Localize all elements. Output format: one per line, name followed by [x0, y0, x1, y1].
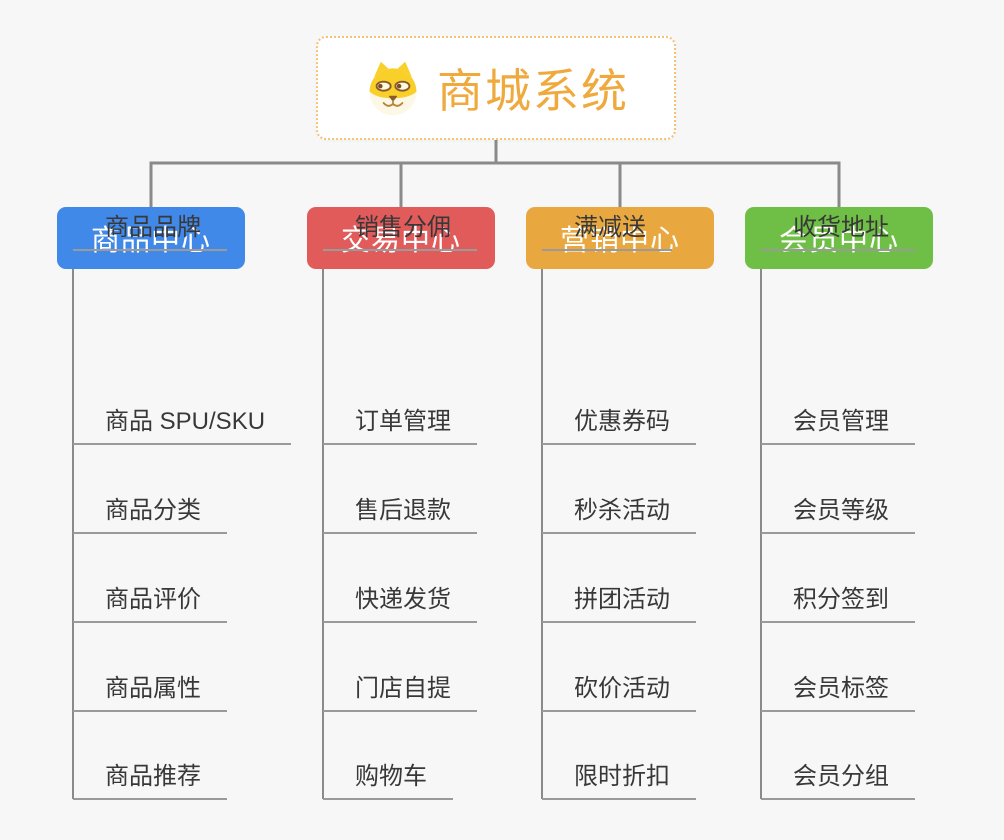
leaf-node-sales-commission[interactable]: 销售分佣 [323, 207, 477, 251]
branch-node-product-center[interactable]: 商品中心 [57, 207, 245, 269]
leaf-node-product-category[interactable]: 商品分类 [73, 490, 227, 534]
root-title: 商城系统 [437, 65, 629, 117]
leaf-node-product-attribute[interactable]: 商品属性 [73, 668, 227, 712]
leaf-node-coupon-code[interactable]: 优惠券码 [542, 401, 696, 445]
branch-node-marketing-center[interactable]: 营销中心 [526, 207, 714, 269]
leaf-node-shipping-address[interactable]: 收货地址 [761, 207, 915, 251]
leaf-node-spend-save[interactable]: 满减送 [542, 207, 672, 251]
branch-node-trade-center[interactable]: 交易中心 [307, 207, 495, 269]
leaf-node-express-delivery[interactable]: 快递发货 [323, 579, 477, 623]
leaf-node-aftersale-refund[interactable]: 售后退款 [323, 490, 477, 534]
leaf-node-member-level[interactable]: 会员等级 [761, 490, 915, 534]
leaf-node-store-pickup[interactable]: 门店自提 [323, 668, 477, 712]
leaf-node-product-review[interactable]: 商品评价 [73, 579, 227, 623]
leaf-node-bargain-activity[interactable]: 砍价活动 [542, 668, 696, 712]
leaf-node-shopping-cart[interactable]: 购物车 [323, 756, 453, 800]
leaf-node-product-spu-sku[interactable]: 商品 SPU/SKU [73, 401, 292, 445]
leaf-node-member-tag[interactable]: 会员标签 [761, 668, 915, 712]
leaf-node-limited-time-discount[interactable]: 限时折扣 [542, 756, 696, 800]
leaf-node-product-recommend[interactable]: 商品推荐 [73, 756, 227, 800]
leaf-node-points-checkin[interactable]: 积分签到 [761, 579, 915, 623]
leaf-node-group-buy[interactable]: 拼团活动 [542, 579, 696, 623]
leaf-node-member-management[interactable]: 会员管理 [761, 401, 915, 445]
leaf-node-flash-sale[interactable]: 秒杀活动 [542, 490, 696, 534]
leaf-node-order-management[interactable]: 订单管理 [323, 401, 477, 445]
branch-node-member-center[interactable]: 会员中心 [745, 207, 933, 269]
leaf-node-product-brand[interactable]: 商品品牌 [73, 207, 227, 251]
branch-trade-center: 交易中心 订单管理 售后退款 快递发货 门店自提 购物车 销售分佣 [307, 207, 567, 812]
branch-marketing-center: 营销中心 优惠券码 秒杀活动 拼团活动 砍价活动 限时折扣 满减送 [526, 207, 786, 812]
leaf-node-member-group[interactable]: 会员分组 [761, 756, 915, 800]
root-node[interactable]: 商城系统 [316, 36, 676, 140]
branch-member-center: 会员中心 会员管理 会员等级 积分签到 会员标签 会员分组 收货地址 [745, 207, 1004, 812]
branch-product-center: 商品中心 商品 SPU/SKU 商品分类 商品评价 商品属性 商品推荐 商品品牌 [57, 207, 317, 812]
dog-face-icon [363, 58, 423, 118]
